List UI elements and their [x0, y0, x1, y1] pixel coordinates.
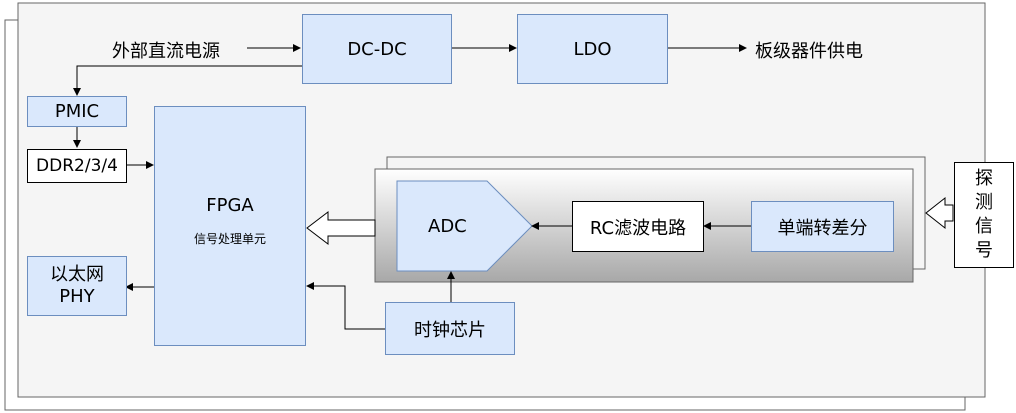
ethernet-line2: PHY [59, 286, 95, 307]
fpga-title: FPGA [206, 195, 254, 216]
board-power-label: 板级器件供电 [755, 41, 863, 62]
single-to-diff-label: 单端转差分 [777, 217, 868, 239]
probe-char-3: 信 [975, 216, 993, 237]
adc-shape [396, 180, 533, 272]
rc-filter-block[interactable]: RC滤波电路 [572, 201, 704, 252]
rc-filter-label: RC滤波电路 [589, 217, 687, 239]
single-to-diff-block[interactable]: 单端转差分 [751, 201, 894, 252]
probe-char-1: 探 [975, 168, 993, 189]
ddr-label: DDR2/3/4 [36, 156, 118, 176]
ldo-block[interactable]: LDO [517, 14, 668, 84]
pmic-label: PMIC [54, 101, 100, 122]
pmic-block[interactable]: PMIC [27, 96, 127, 127]
clock-chip-label: 时钟芯片 [414, 319, 486, 341]
ddr-block[interactable]: DDR2/3/4 [27, 149, 127, 183]
probe-char-4: 号 [975, 240, 993, 261]
external-dc-label: 外部直流电源 [112, 41, 220, 62]
clock-chip-block[interactable]: 时钟芯片 [385, 302, 515, 355]
hollow-arrow-adc-to-fpga [306, 210, 376, 246]
arrow-clock-to-fpga [306, 282, 385, 330]
fpga-subtitle: 信号处理单元 [193, 232, 266, 246]
ethernet-phy-block[interactable]: 以太网 PHY [27, 256, 127, 316]
dcdc-block[interactable]: DC-DC [302, 14, 452, 84]
probe-char-2: 测 [975, 192, 993, 213]
ldo-label: LDO [573, 38, 612, 60]
ethernet-line1: 以太网 [50, 264, 104, 285]
adc-label: ADC [428, 216, 467, 237]
dcdc-label: DC-DC [347, 38, 407, 60]
hollow-arrow-probe-input [925, 196, 954, 230]
probe-signal-block[interactable]: 探 测 信 号 [954, 162, 1014, 268]
fpga-block[interactable]: FPGA 信号处理单元 [154, 106, 306, 346]
arrow-dcdc-to-pmic [73, 65, 303, 96]
